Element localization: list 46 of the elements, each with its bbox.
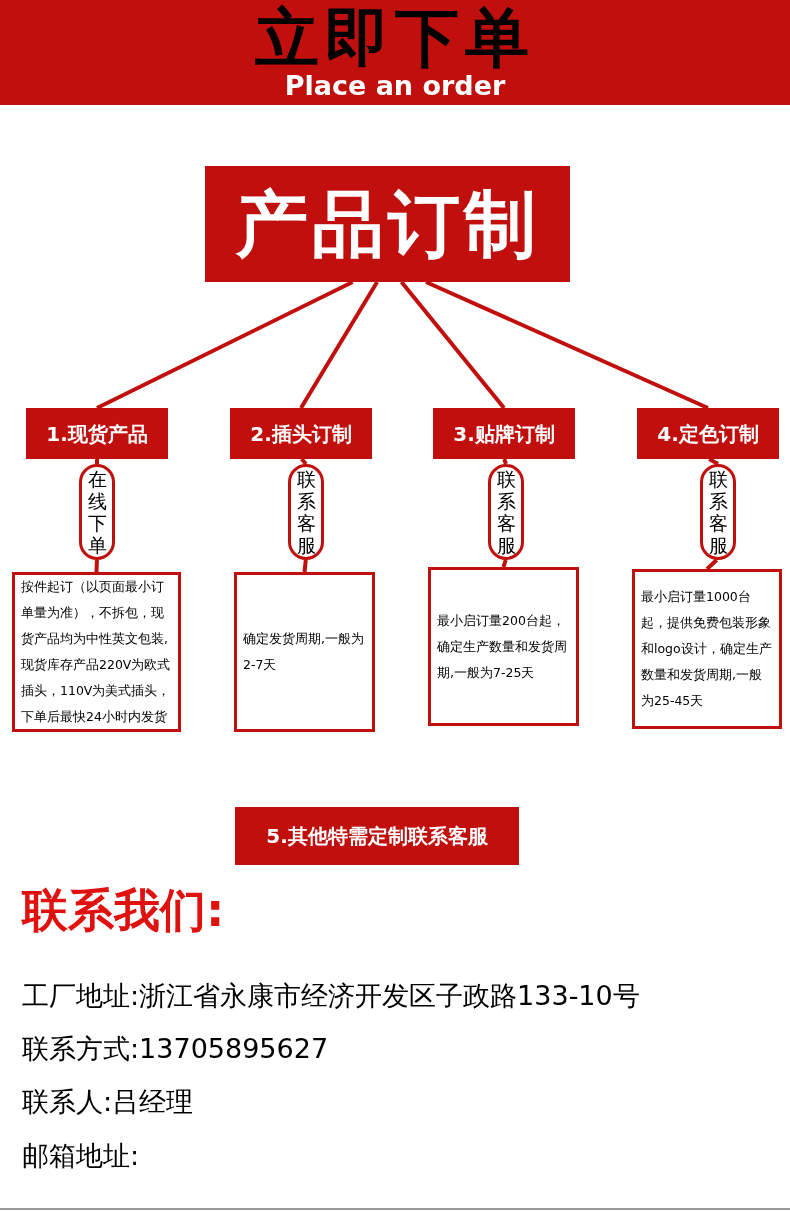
connector-line (96, 280, 354, 410)
step-text: 联系客服 (708, 468, 728, 556)
step-text: 联系客服 (296, 468, 316, 556)
header-subtitle: Place an order (284, 70, 506, 101)
connector-line (502, 458, 508, 465)
heading-text: 1.现货产品 (46, 420, 148, 447)
step-pill (288, 464, 324, 560)
connector-line (95, 459, 99, 464)
step-text: 联系客服 (496, 468, 516, 556)
section-heading: 联系我们: (22, 882, 225, 939)
description-box (234, 572, 375, 732)
heading-box (26, 408, 168, 459)
heading-box (433, 408, 575, 459)
step-pill (700, 464, 736, 560)
heading-box (230, 408, 372, 459)
connector-line (399, 280, 506, 410)
connector-line (302, 559, 308, 573)
contact-info-text: 邮箱地址: (22, 1139, 140, 1173)
step-text: 在线下单 (87, 468, 107, 556)
description-text: 最小启订量200台起，确定生产数量和发货周期,一般为7-25天 (437, 611, 568, 682)
connector-line (425, 280, 709, 410)
step-pill (488, 464, 524, 560)
heading-text: 4.定色订制 (657, 420, 759, 447)
connector-line (299, 280, 379, 410)
description-text: 最小启订量1000台起，提供免费包装形象和logo设计，确定生产数量和发货周期,一般为25-45天 (641, 588, 773, 710)
connector-line (705, 558, 719, 571)
contact-info-text: 工厂地址:浙江省永康市经济开发区子政路133-10号 (22, 979, 640, 1013)
heading-text: 3.贴牌订制 (453, 420, 555, 447)
contact-info-text: 联系方式:13705895627 (22, 1032, 329, 1066)
description-box (632, 569, 782, 729)
heading-box (235, 807, 519, 865)
title-text: 产品订制 (235, 184, 540, 264)
description-box (12, 572, 181, 732)
description-text: 按件起订（以页面最小订单量为准），不拆包，现货产品均为中性英文包装,现货库存产品220V为欧式插头，110V为美式插头，下单后最快24小时内发货 (21, 578, 172, 726)
header-title: 立即下单 (255, 4, 535, 71)
contact-info-text: 联系人:吕经理 (22, 1085, 194, 1119)
description-box (428, 567, 579, 726)
header-band (0, 0, 790, 105)
heading-text: 5.其他特需定制联系客服 (266, 823, 488, 849)
heading-box (637, 408, 779, 459)
step-pill (79, 464, 115, 560)
connector-line (501, 559, 508, 568)
connector-line (94, 559, 99, 573)
description-text: 确定发货周期,一般为2-7天 (243, 630, 365, 674)
title-box (205, 166, 570, 282)
heading-text: 2.插头订制 (250, 420, 352, 447)
